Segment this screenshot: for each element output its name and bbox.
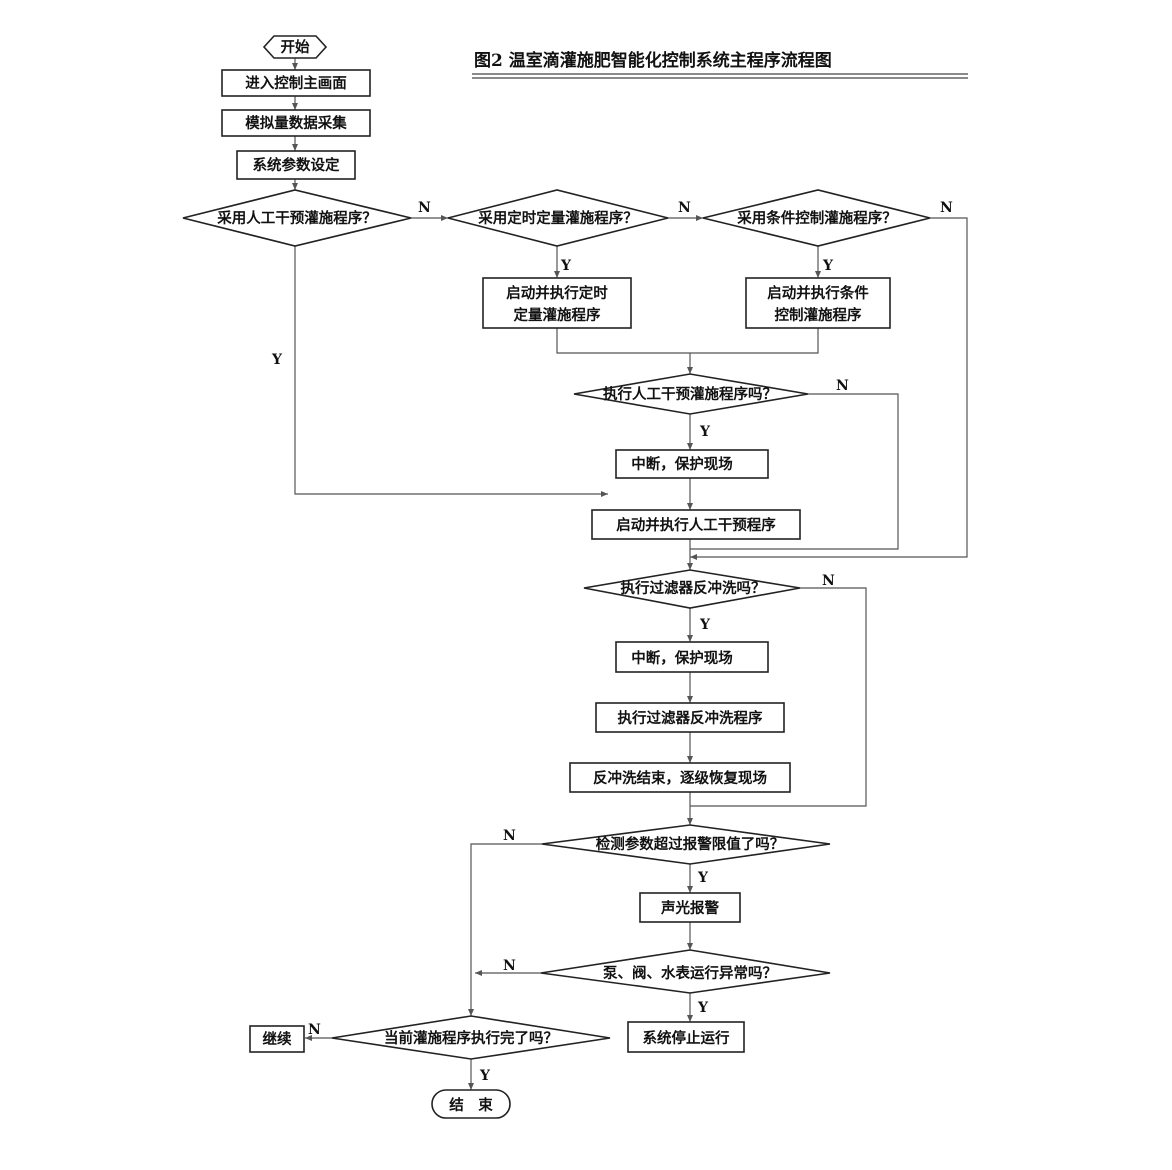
backwash-end-label: 反冲洗结束，逐级恢复现场: [593, 769, 767, 787]
alarm-box: 声光报警: [639, 892, 741, 923]
exec-backwash-box: 执行过滤器反冲洗程序: [595, 702, 785, 733]
condition-decision-label: 采用条件控制灌施程序？: [736, 209, 897, 227]
label-n-abnormal: N: [503, 958, 516, 974]
label-y-condition: Y: [822, 258, 834, 274]
analog-collect-box: 模拟量数据采集: [221, 109, 371, 137]
label-y-timed: Y: [560, 258, 572, 274]
start-condition-label-1: 启动并执行条件: [767, 284, 869, 302]
label-y-abnormal: Y: [697, 1000, 709, 1016]
interrupt-box-2: 中断，保护现场: [615, 641, 769, 673]
condition-decision: 采用条件控制灌施程序？: [702, 189, 931, 247]
diagram-title: 图2 温室滴灌施肥智能化控制系统主程序流程图: [474, 50, 832, 71]
exec-backwash-label: 执行过滤器反冲洗程序: [618, 709, 763, 727]
stop-box: 系统停止运行: [627, 1021, 745, 1053]
abnormal-decision: 泵、阀、水表运行异常吗？: [540, 949, 831, 994]
label-n-alarm: N: [503, 828, 516, 844]
enter-main-label: 进入控制主画面: [245, 74, 347, 92]
start-timed-label-2: 定量灌施程序: [514, 306, 601, 324]
interrupt-box-1: 中断，保护现场: [615, 449, 769, 479]
done-decision-label: 当前灌施程序执行完了吗？: [384, 1029, 558, 1047]
label-n-done: N: [308, 1022, 321, 1038]
label-y-manual: Y: [271, 352, 283, 368]
alarm-label: 声光报警: [660, 899, 719, 917]
enter-main-box: 进入控制主画面: [221, 69, 371, 97]
alarm-decision: 检测参数超过报警限值了吗？: [541, 824, 831, 865]
timed-decision: 采用定时定量灌施程序？: [447, 189, 669, 247]
param-set-label: 系统参数设定: [253, 156, 340, 174]
start-manual-box: 启动并执行人工干预程序: [591, 509, 801, 540]
abnormal-decision-label: 泵、阀、水表运行异常吗？: [603, 964, 777, 982]
interrupt-label-2: 中断，保护现场: [631, 649, 733, 667]
continue-box: 继续: [249, 1025, 305, 1053]
end-terminal: 结 束: [431, 1089, 511, 1119]
exec-manual-decision: 执行人工干预灌施程序吗？: [573, 373, 809, 415]
end-label: 结 束: [449, 1096, 493, 1114]
label-n-timed: N: [678, 200, 691, 216]
label-n-exec-manual: N: [836, 378, 849, 394]
stop-label: 系统停止运行: [643, 1029, 730, 1047]
label-n-manual: N: [418, 200, 431, 216]
label-n-condition: N: [940, 200, 953, 216]
backwash-end-box: 反冲洗结束，逐级恢复现场: [569, 762, 791, 793]
continue-label: 继续: [263, 1030, 292, 1048]
exec-manual-decision-label: 执行人工干预灌施程序吗？: [603, 385, 777, 403]
start-terminal: 开始: [262, 35, 328, 59]
connectors: [292, 58, 968, 1090]
label-n-backwash: N: [822, 573, 835, 589]
interrupt-label-1: 中断，保护现场: [631, 455, 733, 473]
manual-decision: 采用人工干预灌施程序？: [182, 189, 412, 247]
label-y-done: Y: [479, 1068, 491, 1084]
start-timed-box: 启动并执行定时 定量灌施程序: [482, 277, 632, 329]
backwash-decision-label: 执行过滤器反冲洗吗？: [621, 579, 766, 597]
timed-decision-label: 采用定时定量灌施程序？: [477, 209, 638, 227]
branch-labels: N N N Y Y Y N Y N Y N Y N Y N Y: [271, 200, 953, 1084]
start-condition-box: 启动并执行条件 控制灌施程序: [745, 277, 891, 329]
done-decision: 当前灌施程序执行完了吗？: [331, 1015, 611, 1060]
label-y-alarm: Y: [697, 870, 709, 886]
manual-decision-label: 采用人工干预灌施程序？: [216, 209, 377, 227]
label-y-backwash: Y: [699, 617, 711, 633]
alarm-decision-label: 检测参数超过报警限值了吗？: [596, 835, 785, 853]
label-y-exec-manual: Y: [699, 424, 711, 440]
start-timed-label-1: 启动并执行定时: [506, 284, 608, 302]
backwash-decision: 执行过滤器反冲洗吗？: [583, 569, 801, 609]
start-condition-label-2: 控制灌施程序: [775, 306, 862, 324]
param-set-box: 系统参数设定: [236, 150, 356, 180]
start-manual-label: 启动并执行人工干预程序: [616, 516, 776, 534]
analog-collect-label: 模拟量数据采集: [245, 114, 347, 132]
start-label: 开始: [281, 38, 310, 56]
